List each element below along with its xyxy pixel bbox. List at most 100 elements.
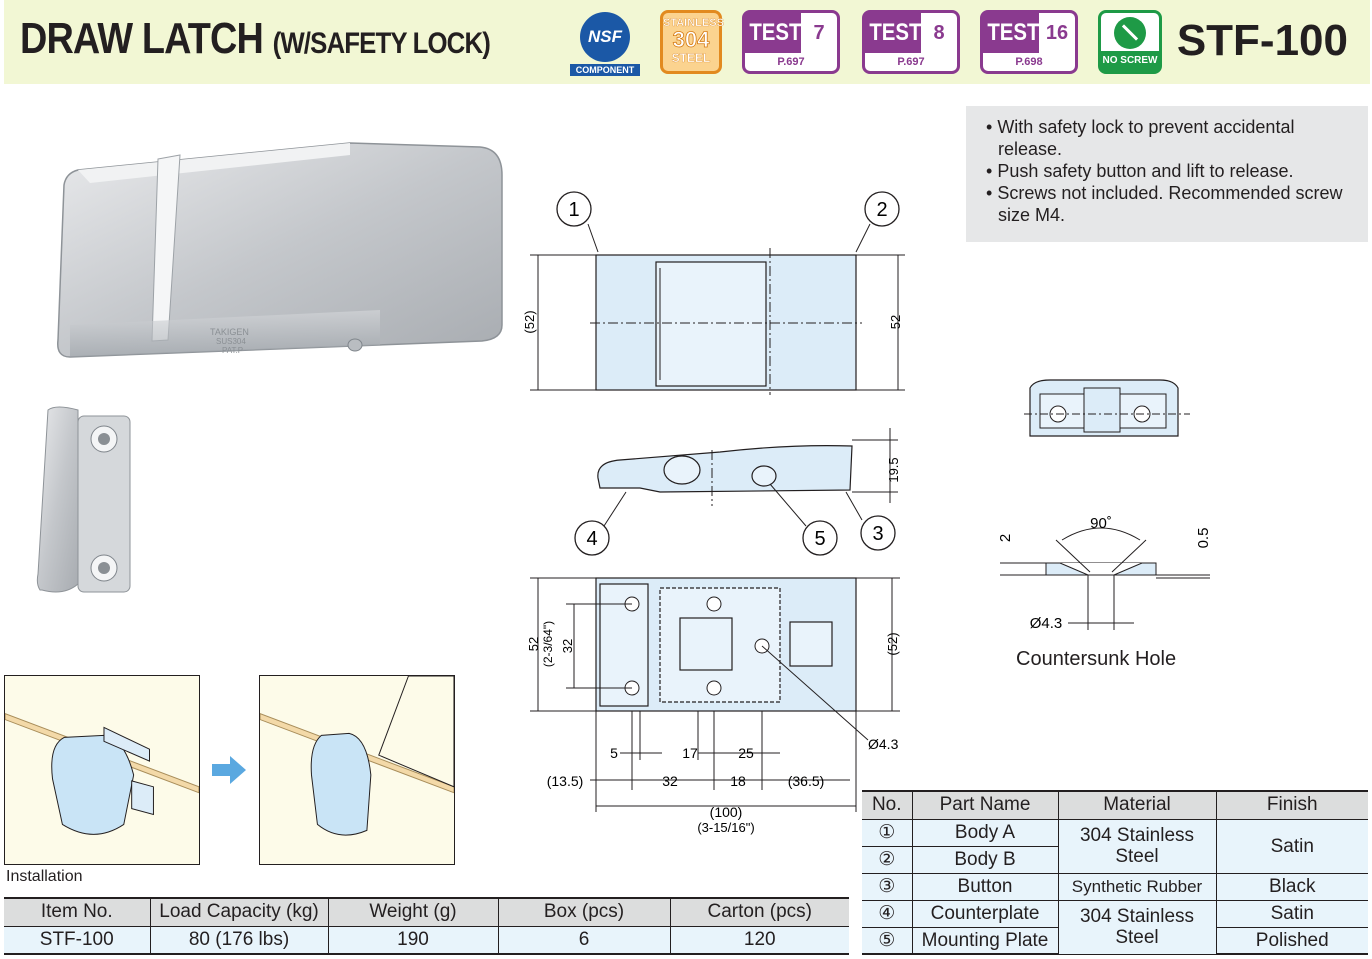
spec-table: Item No. Load Capacity (kg) Weight (g) B… (4, 897, 849, 955)
table-row: ① Body A 304 Stainless Steel Satin (862, 818, 1368, 874)
dim-bottom-height-left: 52 (526, 637, 541, 651)
dim-100-inch: (3-15/16") (697, 820, 754, 835)
engraving-text: PAT.P (222, 346, 243, 355)
cell-part-name: Body B (911, 845, 1058, 874)
cell-weight: 190 (327, 926, 498, 955)
test-label: TEST (749, 19, 802, 46)
cell-load-capacity: 80 (176 lbs) (149, 926, 328, 955)
test-8-badge[interactable]: TEST 8 P.697 (862, 10, 960, 74)
dim-100: (100) (710, 804, 743, 820)
callout-4: 4 (586, 528, 597, 550)
dim-18: 18 (730, 773, 746, 789)
countersink-offset: 0.5 (1195, 528, 1212, 549)
feature-item: Screws not included. Recommended screw s… (980, 182, 1356, 226)
no-screw-badge: NO SCREW (1098, 10, 1162, 74)
stainless-304-badge: STAINLESS 304 STEEL (660, 10, 724, 74)
cell-part-name: Counterplate (911, 899, 1059, 928)
header-no: No. (862, 790, 913, 820)
cell-material: 304 Stainless Steel (1057, 818, 1217, 874)
callout-circle (864, 191, 900, 227)
test-label: TEST (869, 19, 922, 46)
page-title: DRAW LATCH (W/SAFETY LOCK) (20, 14, 491, 64)
test-page-ref: P.698 (983, 53, 1075, 71)
cell-finish: Satin (1215, 899, 1368, 928)
test-label: TEST (987, 19, 1040, 46)
callout-2: 2 (876, 199, 887, 221)
nsf-badge: NSF COMPONENT (566, 10, 642, 76)
installation-label: Installation (6, 868, 83, 885)
cell-part-name: Mounting Plate (911, 926, 1059, 955)
table-row: ③ Button Synthetic Rubber Black (862, 872, 1368, 901)
test-16-badge[interactable]: TEST 16 P.698 (980, 10, 1078, 74)
installation-step-2 (259, 675, 455, 865)
parts-table: No. Part Name Material Finish ① Body A 3… (862, 790, 1368, 955)
table-row: ④ Counterplate 304 Stainless Steel Satin (862, 899, 1368, 955)
dim-hole-dia: Ø4.3 (868, 736, 899, 752)
header-carton: Carton (pcs) (669, 897, 849, 927)
no-screw-label: NO SCREW (1101, 51, 1159, 71)
dim-5: 5 (610, 745, 618, 761)
installation-step-1 (4, 675, 200, 865)
table-row: ⑤ Mounting Plate Polished (862, 926, 1368, 955)
dim-32: 32 (662, 773, 678, 789)
header-part-name: Part Name (911, 790, 1059, 820)
callout-5: 5 (814, 528, 825, 550)
counterplate-photo (36, 406, 131, 593)
dim-bottom-height-inch: (2-3/64") (541, 621, 555, 667)
test-number: 16 (1039, 13, 1075, 53)
countersink-dia: Ø4.3 (1030, 615, 1063, 632)
dim-bottom-height-right: (52) (885, 632, 900, 655)
dim-top-height-right: 52 (888, 315, 903, 329)
dim-25: 25 (738, 745, 754, 761)
cell-part-name: Body A (911, 818, 1059, 847)
dim-36-5: (36.5) (788, 773, 825, 789)
cell-item-no: STF-100 (4, 926, 150, 955)
side-view-body (597, 445, 853, 493)
header-box: Box (pcs) (497, 897, 670, 927)
title-sub: (W/SAFETY LOCK) (272, 27, 491, 60)
header-weight: Weight (g) (327, 897, 498, 927)
callout-1: 1 (568, 199, 579, 221)
cell-no: ② (862, 845, 913, 874)
cell-box: 6 (497, 926, 670, 955)
no-screw-icon (1114, 17, 1146, 49)
dim-17: 17 (682, 745, 698, 761)
countersink-depth: 2 (997, 534, 1014, 542)
test-7-badge[interactable]: TEST 7 P.697 (742, 10, 840, 74)
table-row: ② Body B (862, 845, 1368, 874)
header-load-capacity: Load Capacity (kg) (149, 897, 328, 927)
nsf-label: COMPONENT (570, 64, 640, 76)
callout-3: 3 (872, 523, 883, 545)
cell-finish: Black (1215, 872, 1368, 901)
dim-side-height: 19.5 (886, 457, 901, 482)
stainless-line3: STEEL (671, 51, 711, 65)
latch-body-photo: TAKIGEN SUS304 PAT.P (57, 142, 503, 358)
dim-13-5: (13.5) (547, 773, 584, 789)
table-row: STF-100 80 (176 lbs) 190 6 120 (4, 926, 849, 955)
end-view-drawing: 90˚ 2 0.5 Ø4.3 (997, 379, 1212, 632)
test-number: 7 (801, 13, 837, 53)
dim-top-height-left: (52) (522, 310, 537, 333)
feature-list: With safety lock to prevent accidental r… (966, 106, 1368, 242)
stainless-line2: 304 (672, 27, 710, 52)
test-number: 8 (921, 13, 957, 53)
engraving-text: TAKIGEN (210, 327, 249, 337)
cell-material: 304 Stainless Steel (1057, 899, 1217, 955)
header-finish: Finish (1215, 790, 1368, 820)
feature-item: With safety lock to prevent accidental r… (980, 116, 1356, 160)
header-item-no: Item No. (4, 897, 150, 927)
stainless-line1: STAINLESS (663, 17, 724, 29)
title-main: DRAW LATCH (20, 14, 264, 63)
dim-hole-pitch: 32 (560, 639, 575, 653)
feature-item: Push safety button and lift to release. (980, 160, 1356, 182)
cell-no: ⑤ (862, 926, 913, 955)
engraving-text: SUS304 (216, 337, 246, 346)
cell-no: ④ (862, 899, 913, 928)
test-page-ref: P.697 (745, 53, 837, 71)
cell-part-name: Button (911, 872, 1059, 901)
cell-finish: Polished (1215, 926, 1368, 955)
countersink-label: Countersunk Hole (1016, 648, 1177, 670)
arrow-right-icon (212, 756, 246, 784)
callout-circle (556, 191, 592, 227)
cell-material: Synthetic Rubber (1057, 872, 1217, 901)
